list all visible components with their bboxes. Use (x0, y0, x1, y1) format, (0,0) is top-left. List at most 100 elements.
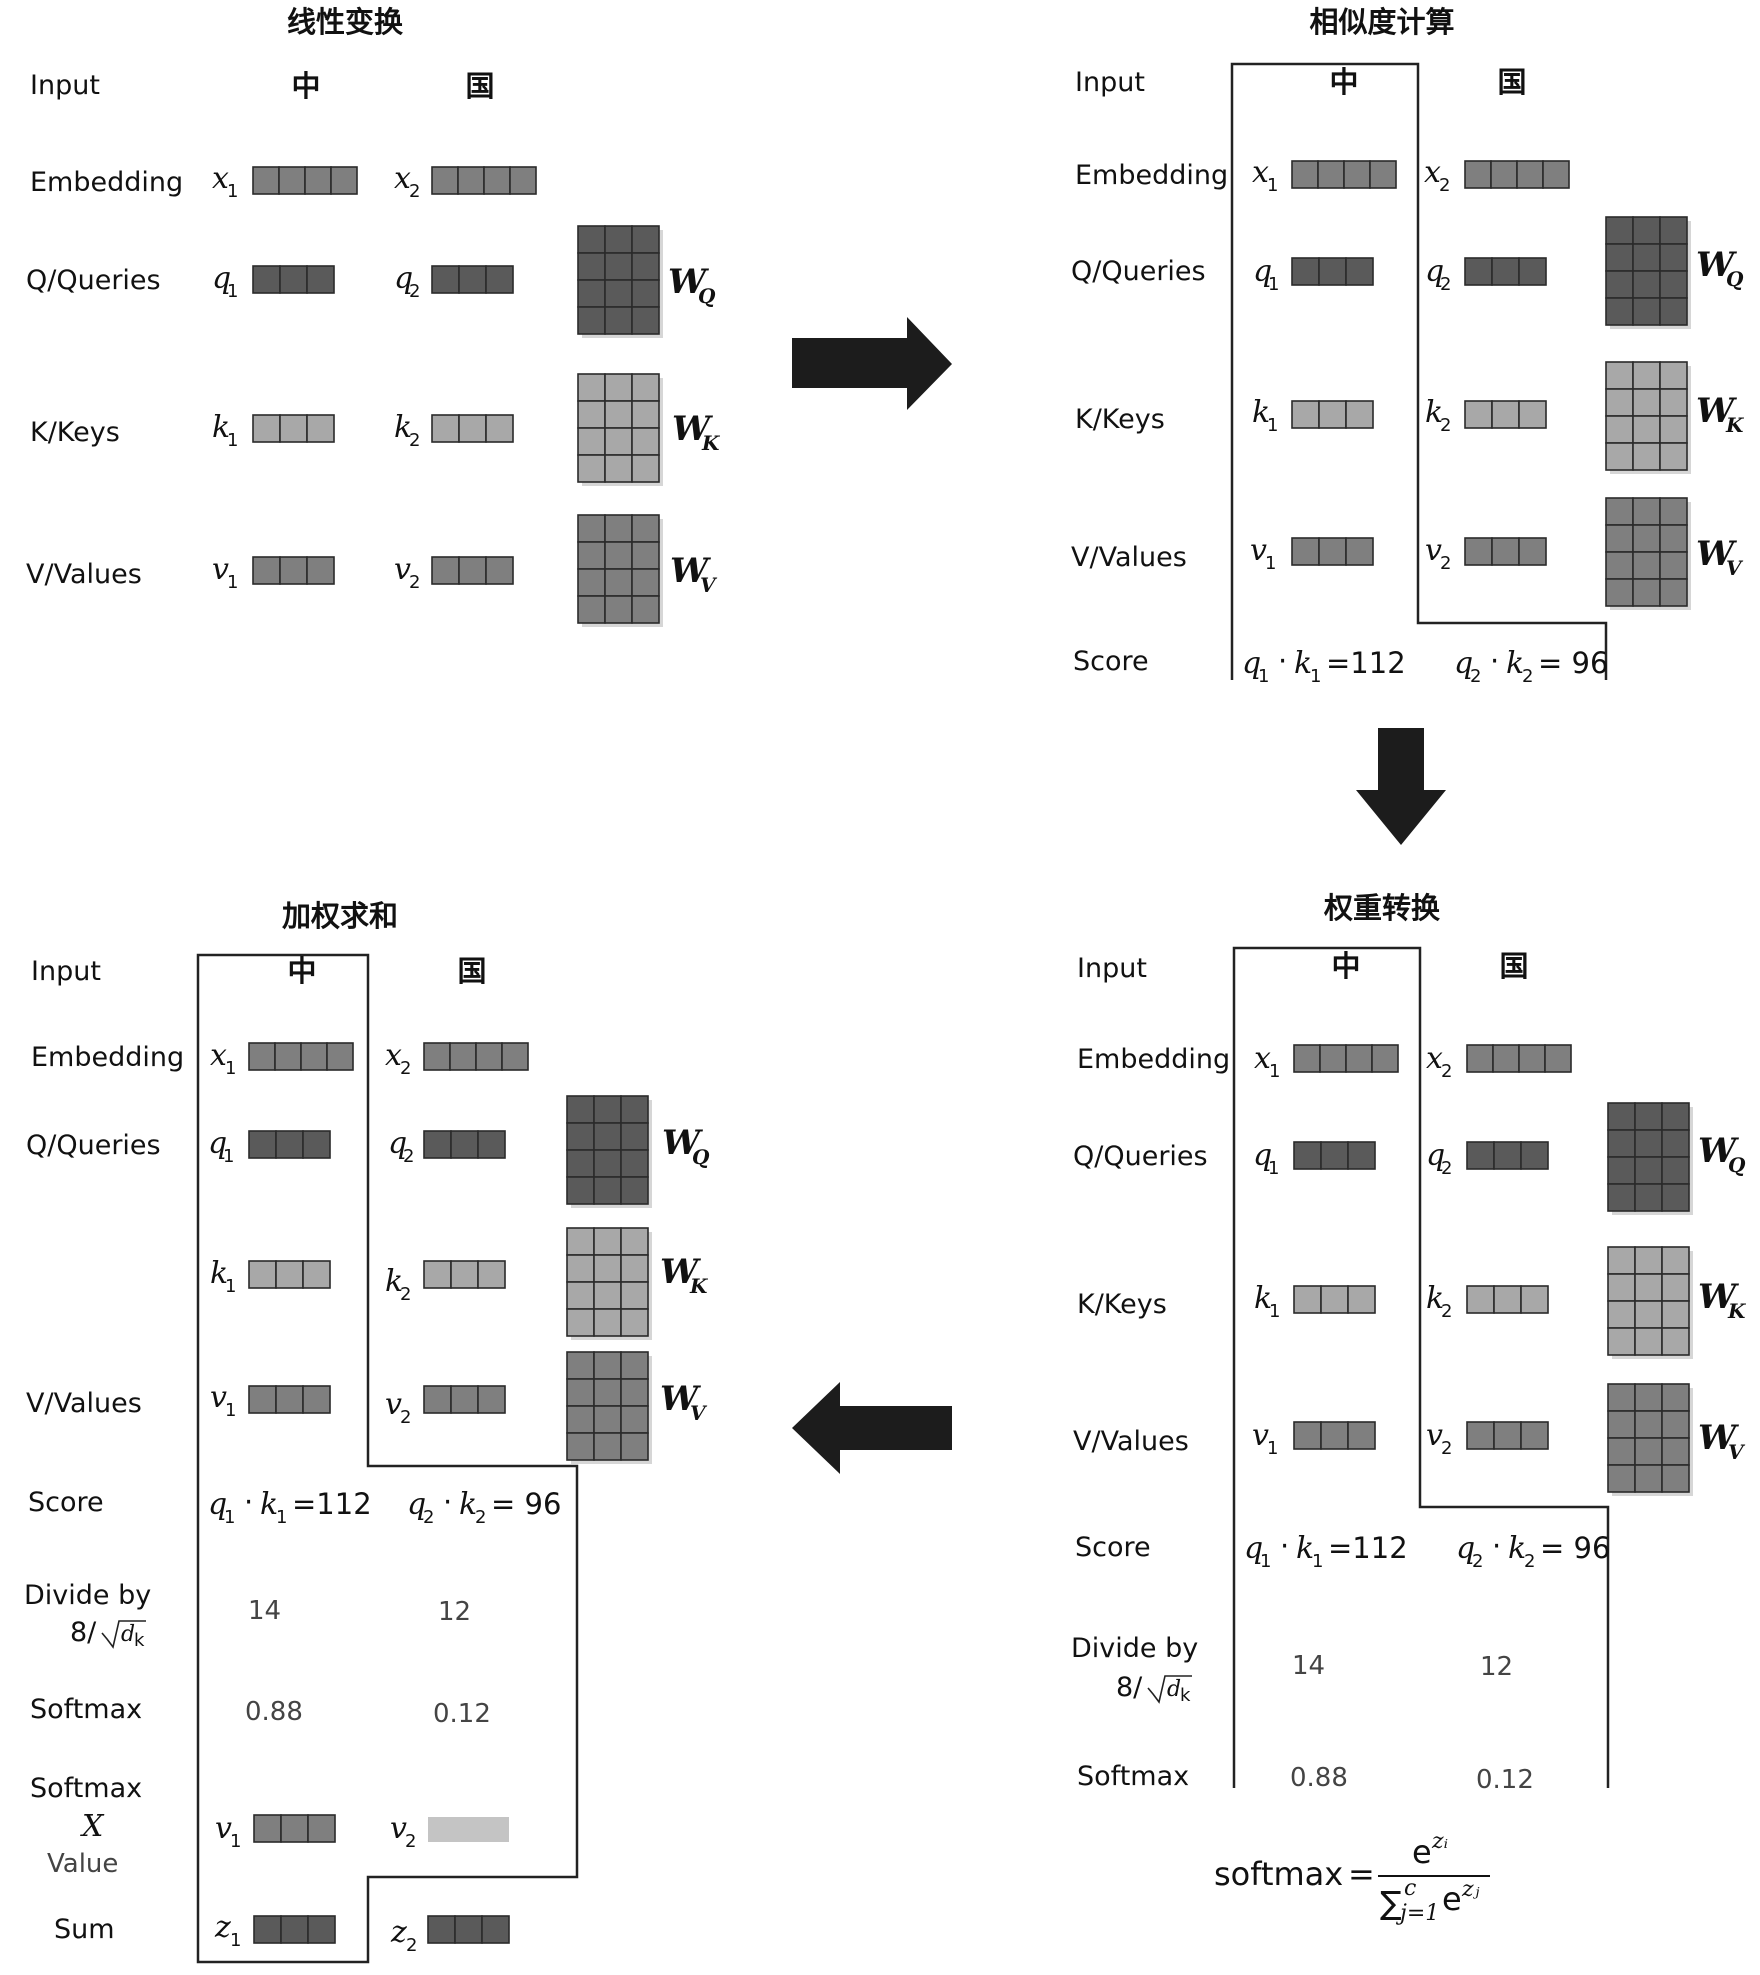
row-label-values: V/Values (26, 1388, 142, 1419)
symbol-k1: k1 (1252, 395, 1278, 436)
vector-cell (1466, 1044, 1494, 1073)
matrix-wv (566, 1351, 652, 1464)
label-wk-letter: W (1696, 391, 1737, 431)
matrix-cell (604, 514, 633, 543)
symbol-x1-subscript: 1 (227, 181, 238, 202)
softmax-zhong: 0.88 (245, 1697, 303, 1727)
matrix-cell (577, 306, 606, 335)
weighted-value-v2 (428, 1817, 509, 1842)
symbol-k1-subscript: 1 (1269, 1301, 1280, 1322)
row-label-value: Value (47, 1849, 118, 1879)
symbol-x2: x2 (394, 161, 420, 202)
label-wk: WK (1696, 391, 1745, 437)
matrix-cell (566, 1281, 595, 1310)
symbol-x2-subscript: 2 (1441, 1061, 1452, 1082)
symbol-k1-letter: k (210, 1256, 228, 1291)
matrix-cell (631, 568, 660, 597)
score-zhong-k-sub: 1 (1310, 666, 1321, 687)
row-label-times: X (80, 1809, 105, 1844)
matrix-cell (1605, 243, 1634, 272)
matrix-cell (1659, 497, 1688, 526)
matrix-cell (1605, 497, 1634, 526)
vector-cell (450, 1260, 479, 1289)
matrix-cell (620, 1378, 649, 1407)
key-k2 (1464, 400, 1547, 429)
matrix-cell (620, 1176, 649, 1205)
score-zhong-q-sub: 1 (1260, 1551, 1271, 1572)
vector-cell (279, 265, 308, 294)
vector-cell (1345, 257, 1374, 286)
matrix-cell (1634, 1327, 1663, 1356)
symbol-q1-letter: q (208, 1126, 227, 1161)
matrix-cell (1607, 1102, 1636, 1131)
matrix-cell (1659, 524, 1688, 553)
score-zhong-k: k (1296, 1531, 1314, 1566)
matrix-cell (1659, 297, 1688, 326)
symbol-v1-subscript: 1 (227, 572, 238, 593)
symbol-q1: q1 (1253, 1138, 1279, 1179)
token-zhong-outline (1232, 946, 1610, 1788)
symbol-v2-letter: v (385, 1387, 402, 1422)
matrix-cell (1607, 1156, 1636, 1185)
label-wv-letter: W (660, 1379, 701, 1419)
matrix-cell (631, 306, 660, 335)
matrix-cell (1632, 270, 1661, 299)
vector-cell (431, 556, 460, 585)
score-guo-dot: · (1492, 1529, 1501, 1563)
key-k1 (252, 414, 335, 443)
matrix-cell (1634, 1383, 1663, 1412)
symbol-x1-subscript: 1 (1269, 1061, 1280, 1082)
vector-cell (457, 166, 485, 195)
vector-cell (458, 556, 487, 585)
label-wv-letter: W (1696, 534, 1737, 574)
score-zhong-value: =112 (1326, 646, 1406, 680)
formula-denominator-e: e (1442, 1880, 1462, 1918)
row-label-input: Input (1077, 953, 1147, 984)
vector-cell (1293, 1421, 1322, 1450)
symbol-v2: v2 (1425, 533, 1451, 574)
symbol-x2-letter: x (385, 1038, 402, 1073)
score-guo-value: = 96 (1540, 1531, 1610, 1565)
vector-cell (477, 1260, 506, 1289)
matrix-cell (1634, 1410, 1663, 1439)
vector-cell (449, 1042, 477, 1071)
matrix-cell (1661, 1327, 1690, 1356)
vector-cell (307, 1814, 336, 1843)
label-wk: WK (672, 409, 721, 455)
matrix-cell (604, 568, 633, 597)
vector-cell (485, 265, 514, 294)
score-guo-q-sub: 2 (1470, 666, 1481, 687)
matrix-cell (1634, 1300, 1663, 1329)
matrix-cell (577, 279, 606, 308)
symbol-x1: x1 (1254, 1041, 1280, 1082)
symbol-weighted-v1-letter: v (215, 1811, 232, 1846)
row-label-score: Score (1073, 646, 1149, 677)
matrix-cell (1605, 442, 1634, 471)
label-wq: WQ (1696, 245, 1744, 291)
matrix-cell (1661, 1102, 1690, 1131)
matrix-cell (1661, 1183, 1690, 1212)
vector-cell (431, 414, 460, 443)
vector-cell (1345, 400, 1374, 429)
vector-cell (485, 556, 514, 585)
row-label-queries: Q/Queries (1073, 1141, 1208, 1172)
matrix-cell (1659, 270, 1688, 299)
matrix-cell (1607, 1300, 1636, 1329)
symbol-q2-letter: q (1426, 1138, 1445, 1173)
label-wv-subscript: V (690, 1401, 708, 1425)
token-zhong: 中 (287, 954, 316, 988)
symbol-x1-letter: x (1252, 155, 1269, 190)
formula-sum-top: c (1404, 1876, 1416, 1901)
matrix-cell (1605, 270, 1634, 299)
label-wq-letter: W (662, 1123, 703, 1163)
vector-cell (1464, 257, 1493, 286)
arrow-left (792, 1382, 952, 1474)
score-guo-dot: · (1490, 644, 1499, 678)
vector-cell (1291, 257, 1320, 286)
vector-cell (275, 1130, 304, 1159)
vector-cell (483, 166, 511, 195)
symbol-k2-subscript: 2 (409, 430, 420, 451)
matrix-cell (631, 541, 660, 570)
